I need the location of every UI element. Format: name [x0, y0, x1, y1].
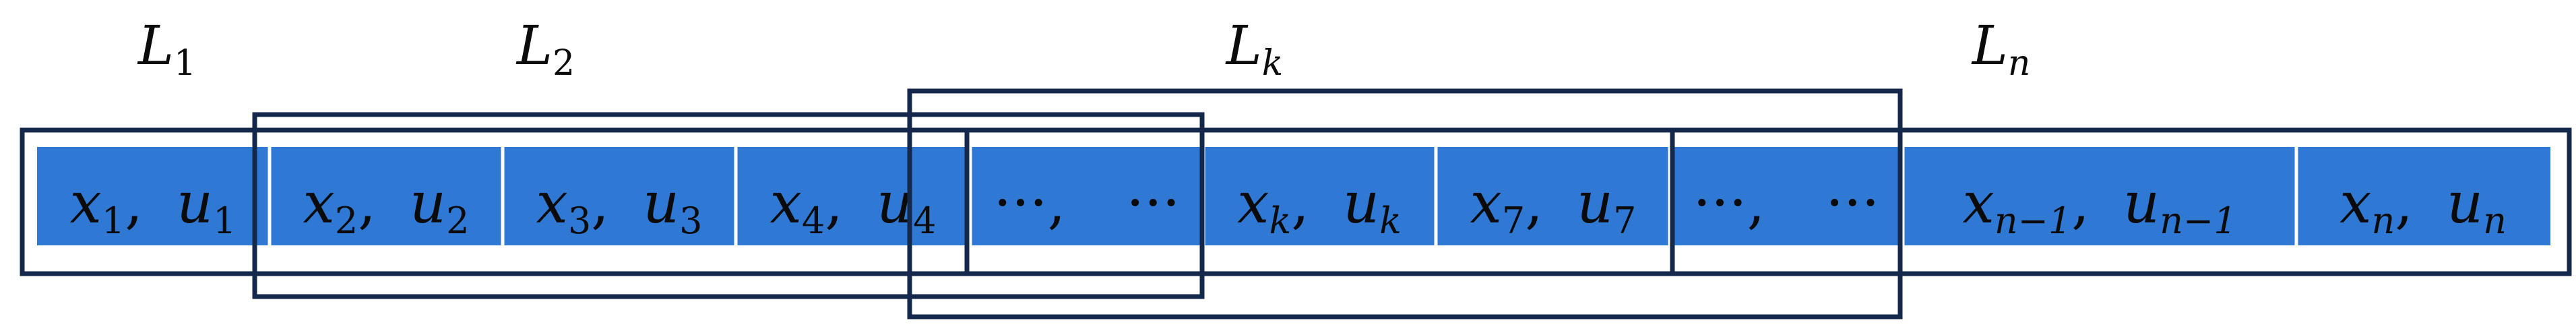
window-frame-Lk: [907, 88, 1903, 319]
cell-3-text: x4,u4: [770, 170, 937, 242]
cell-1-text: x2,u2: [303, 170, 470, 242]
window-frame-L2: [252, 112, 1205, 299]
window-label-L1: L1: [137, 14, 196, 84]
cell-9-text: xn,un: [2339, 170, 2507, 242]
sequence-strip: [37, 147, 2550, 245]
cell-5-text: xk,uk: [1237, 170, 1402, 242]
window-frame-L1: [20, 127, 970, 276]
cell-0-text: x1,u1: [70, 170, 237, 242]
cell-2-text: x3,u3: [536, 170, 703, 242]
cell-4-text: ···,···: [994, 170, 1181, 236]
cell-6-text: x7,u7: [1470, 170, 1637, 242]
cell-7-text: ···,···: [1693, 170, 1880, 236]
cell-dividers: [268, 147, 2298, 245]
window-label-L2: L2: [515, 14, 575, 84]
cell-8-text: xn−1,un−1: [1963, 170, 2237, 242]
window-label-Lk: Lk: [1225, 14, 1284, 84]
window-label-Ln: Ln: [1971, 14, 2031, 84]
window-frame-Ln: [1670, 127, 2572, 276]
